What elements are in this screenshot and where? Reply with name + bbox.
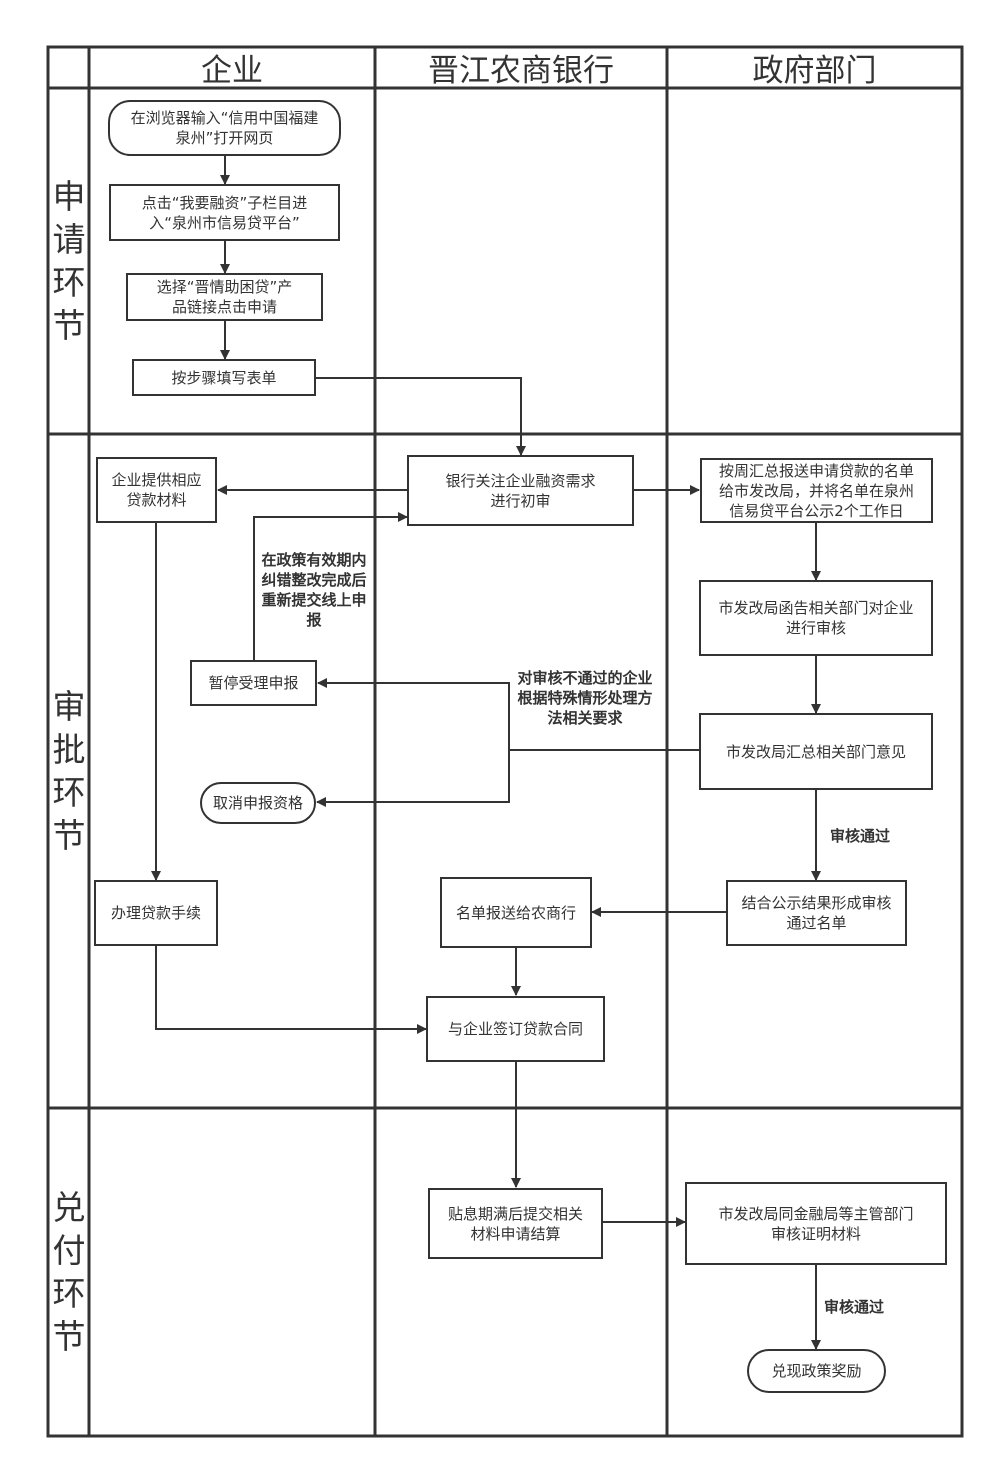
node-weekly-report[interactable]: 按周汇总报送申请贷款的名单 给市发改局，并将名单在泉州 信易贷平台公示2个工作日 [700,458,933,523]
phase-label-char: 节 [52,1317,86,1356]
node-provide-materials[interactable]: 企业提供相应 贷款材料 [96,457,217,523]
node-text: 市发改局汇总相关部门意见 [725,742,906,761]
node-suspend[interactable]: 暂停受理申报 [190,660,317,706]
node-text: 与企业签订贷款合同 [447,1020,583,1038]
edge-resubmit-to-bank [253,512,408,660]
node-text: 名单报送给农商行 [455,903,576,922]
node-summarize-opinions[interactable]: 市发改局汇总相关部门意见 [699,713,933,790]
node-text: 选择“晋情助困贷”产 品链接点击申请 [156,278,293,316]
phase-label-char: 节 [52,816,86,855]
phase-label-char: 批 [52,730,86,769]
node-text: 贴息期满后提交相关 材料申请结算 [447,1204,583,1243]
node-approved-list[interactable]: 结合公示结果形成审核 通过名单 [726,880,907,946]
lane-header-government: 政府部门 [752,53,877,89]
node-verify-materials[interactable]: 市发改局同金融局等主管部门 审核证明材料 [685,1182,947,1265]
edge-label-resubmit: 在政策有效期内 纠错整改完成后 重新提交线上申 报 [261,551,367,629]
node-redeem-reward[interactable]: 兑现政策奖励 [747,1349,886,1393]
node-text: 按步骤填写表单 [171,368,277,387]
node-text: 企业提供相应 贷款材料 [111,471,202,509]
node-loan-procedures[interactable]: 办理贷款手续 [94,880,218,946]
node-text: 点击“我要融资”子栏目进 入“泉州市信易贷平台” [141,193,308,232]
node-cancel[interactable]: 取消申报资格 [200,782,316,824]
node-select-product[interactable]: 选择“晋情助困贷”产 品链接点击申请 [126,273,323,321]
edge-procedures-to-contract [155,945,427,1034]
edge-fill-to-bank [316,377,526,456]
node-text: 结合公示结果形成审核 通过名单 [741,894,892,932]
phase-label-char: 节 [52,306,86,345]
phase-label-char: 环 [52,1274,86,1313]
edge-label-reject: 对审核不通过的企业 根据特殊情形处理方 法相关要求 [517,669,653,727]
node-open-browser[interactable]: 在浏览器输入“信用中国福建 泉州”打开网页 [108,100,341,156]
node-bank-review[interactable]: 银行关注企业融资需求 进行初审 [407,455,634,526]
phase-label-application: 申请环节 [49,88,89,434]
node-text: 兑现政策奖励 [771,1362,862,1380]
node-fill-form[interactable]: 按步骤填写表单 [132,359,316,396]
phase-label-approval: 审批环节 [49,434,89,1108]
node-send-list[interactable]: 名单报送给农商行 [440,877,592,948]
edge-reject-to-suspend [317,678,699,751]
node-text: 在浏览器输入“信用中国福建 泉州”打开网页 [130,109,319,147]
edge-reject-to-cancel [316,750,510,807]
node-sign-contract[interactable]: 与企业签订贷款合同 [426,996,605,1062]
node-submit-settlement[interactable]: 贴息期满后提交相关 材料申请结算 [428,1188,603,1259]
phase-label-char: 兑 [52,1188,86,1227]
node-text: 暂停受理申报 [208,674,299,692]
node-text: 市发改局同金融局等主管部门 审核证明材料 [718,1204,914,1243]
node-text: 银行关注企业融资需求 进行初审 [445,471,596,510]
node-text: 取消申报资格 [212,794,303,812]
lane-header-enterprise: 企业 [201,53,263,89]
phase-label-char: 审 [52,687,86,726]
lane-header-bank: 晋江农商银行 [428,53,614,89]
swimlane-grid [46,45,964,1438]
node-click-financing[interactable]: 点击“我要融资”子栏目进 入“泉州市信易贷平台” [109,184,340,241]
outer-frame [46,45,964,1438]
phase-label-char: 付 [52,1231,86,1270]
phase-label-redemption: 兑付环节 [49,1108,89,1436]
phase-label-char: 环 [52,263,86,302]
edge-label-approved-1: 审核通过 [830,827,891,845]
phase-label-char: 申 [52,177,86,216]
node-text: 办理贷款手续 [110,904,201,922]
phase-label-char: 环 [52,773,86,812]
node-text: 按周汇总报送申请贷款的名单 给市发改局，并将名单在泉州 信易贷平台公示2个工作日 [718,461,914,520]
phase-label-char: 请 [52,220,86,259]
node-dept-review[interactable]: 市发改局函告相关部门对企业 进行审核 [699,580,933,656]
edge-label-approved-2: 审核通过 [824,1298,885,1316]
node-text: 市发改局函告相关部门对企业 进行审核 [718,599,914,637]
